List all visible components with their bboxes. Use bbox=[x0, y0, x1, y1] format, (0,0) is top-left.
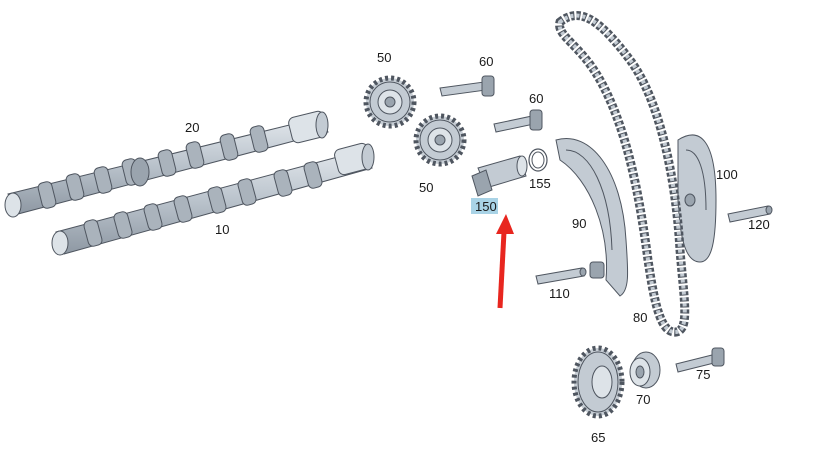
camshaft-20 bbox=[4, 110, 329, 218]
crank-gear-65 bbox=[571, 345, 625, 419]
seal-ring-155 bbox=[528, 148, 548, 172]
label-75: 75 bbox=[696, 367, 710, 382]
camshaft-10 bbox=[51, 142, 375, 256]
label-20: 20 bbox=[185, 120, 199, 135]
part-150-highlight bbox=[471, 198, 498, 214]
bolt-60-upper bbox=[439, 75, 495, 97]
label-50-bottom: 50 bbox=[419, 180, 433, 195]
guide-rail-90 bbox=[555, 138, 629, 297]
label-70: 70 bbox=[636, 392, 650, 407]
pin-110 bbox=[535, 267, 587, 285]
washer-70 bbox=[629, 351, 661, 389]
timing-chain-80 bbox=[555, 11, 690, 337]
bolt-60-lower bbox=[493, 109, 543, 133]
label-90: 90 bbox=[572, 216, 586, 231]
label-60-lower: 60 bbox=[529, 91, 543, 106]
label-155: 155 bbox=[529, 176, 551, 191]
label-100: 100 bbox=[716, 167, 738, 182]
label-150: 150 bbox=[475, 199, 497, 214]
label-80: 80 bbox=[633, 310, 647, 325]
sprocket-50-top bbox=[363, 75, 417, 129]
label-65: 65 bbox=[591, 430, 605, 445]
label-60-upper: 60 bbox=[479, 54, 493, 69]
tensioner-150 bbox=[471, 155, 528, 197]
label-120: 120 bbox=[748, 217, 770, 232]
pin-120 bbox=[727, 205, 773, 223]
label-50-top: 50 bbox=[377, 50, 391, 65]
tensioner-rail-100 bbox=[677, 134, 717, 263]
red-arrow-icon bbox=[496, 214, 514, 309]
label-10: 10 bbox=[215, 222, 229, 237]
label-110: 110 bbox=[549, 286, 570, 301]
sprocket-50-bottom bbox=[413, 113, 467, 167]
bolt-75 bbox=[675, 347, 725, 373]
